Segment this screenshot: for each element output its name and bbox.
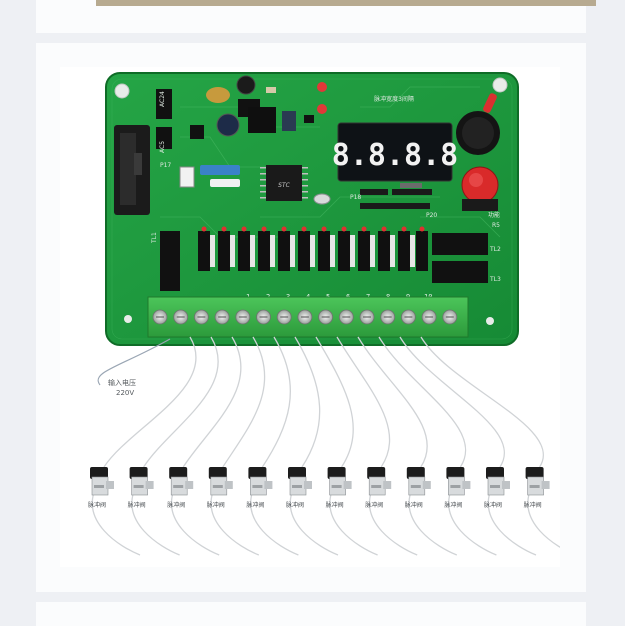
pulse-valve (525, 467, 550, 496)
mount-hole-icon (114, 83, 130, 99)
mcu-chip (266, 165, 302, 201)
valve-wire (261, 336, 292, 468)
valve-wire (91, 486, 141, 556)
valve-label: 脉冲阀 (128, 501, 146, 509)
svg-text:TL2: TL2 (489, 246, 501, 253)
valve-wire (170, 486, 220, 556)
svg-text:P18: P18 (350, 194, 361, 201)
pulse-valve (446, 467, 471, 496)
mount-hole-icon (492, 77, 508, 93)
valve-wire (420, 336, 544, 468)
mount-hole-icon (486, 317, 494, 325)
seven-segment-display (337, 122, 453, 182)
valve-label: 脉冲阀 (524, 501, 542, 509)
valve-label: 脉冲阀 (326, 501, 344, 509)
input-wire (97, 338, 171, 386)
voltage-label: 输入电压 (108, 378, 136, 387)
terminal-screws (152, 309, 458, 325)
capacitor-icon (206, 87, 230, 103)
header-block (160, 231, 180, 291)
valve-wire (329, 486, 378, 556)
valve-wire (143, 336, 219, 468)
pulse-valves: 脉冲阀 脉冲阀 脉冲阀 脉冲阀 脉冲阀 脉冲阀 脉冲阀 脉冲阀 脉冲阀 脉冲阀 脉冲阀 脉冲阀 (88, 467, 550, 509)
pulse-valve (248, 467, 273, 496)
valve-label: 脉冲阀 (167, 501, 185, 509)
valve-wire (289, 486, 339, 556)
valve-wire (210, 486, 260, 556)
svg-text:P17: P17 (160, 162, 171, 169)
valve-wire (222, 336, 266, 468)
valve-wire (336, 336, 391, 468)
controller-illustration: STC 8.8.8.8 脉冲宽度3间隔 AC24 AC5 P17 P18 P20… (88, 72, 560, 556)
valve-wire (182, 336, 242, 468)
relay-block (156, 89, 172, 119)
valve-label: 脉冲阀 (444, 501, 462, 509)
valve-wire (131, 486, 180, 556)
valve-wire (357, 336, 428, 468)
capacitor-icon (216, 113, 240, 137)
pulse-valve (208, 467, 233, 496)
valve-wire (103, 336, 197, 468)
pulse-valve (90, 467, 114, 496)
valve-wire (527, 486, 560, 548)
chip-label: STC (278, 182, 290, 189)
svg-text:TL1: TL1 (151, 232, 158, 244)
pulse-valve (169, 467, 194, 496)
valve-wire (368, 486, 418, 556)
valve-label: 脉冲阀 (286, 501, 304, 509)
pulse-valve (406, 467, 431, 496)
board-title: 脉冲宽度3间隔 (374, 95, 414, 103)
voltage-value: 220V (116, 389, 134, 397)
valve-label: 脉冲阀 (405, 501, 423, 509)
valve-wire (294, 336, 321, 468)
top-card (36, 0, 596, 33)
previous-photo-edge (96, 0, 596, 6)
valve-label: 脉冲阀 (365, 501, 383, 509)
pulse-valve (129, 467, 154, 496)
valve-label: 脉冲阀 (207, 501, 225, 509)
bottom-card (36, 602, 586, 626)
svg-text:功能: 功能 (488, 211, 500, 219)
pulse-valve (288, 467, 312, 496)
status-led-icon (317, 82, 327, 92)
status-led-icon (317, 104, 327, 114)
valve-label: 脉冲阀 (246, 501, 264, 509)
display-readout: 8.8.8.8 (332, 138, 458, 173)
triac-row (198, 226, 428, 271)
valve-wire (399, 336, 505, 468)
valve-wire (315, 336, 354, 468)
pulse-valve (486, 467, 510, 496)
pulse-valve (327, 467, 352, 496)
valve-wire (448, 486, 497, 556)
valve-wire (250, 486, 299, 556)
mount-hole-icon (124, 315, 132, 323)
regulator-chip (248, 107, 276, 133)
valve-wire (487, 486, 537, 556)
valve-label: 脉冲阀 (484, 501, 502, 509)
svg-text:TL3: TL3 (489, 276, 501, 283)
pulse-valve (367, 467, 392, 496)
valve-wire (408, 486, 458, 556)
valve-wires (91, 336, 560, 556)
svg-text:AC5: AC5 (159, 141, 166, 153)
svg-text:AC24: AC24 (159, 91, 166, 107)
product-photo[interactable]: STC 8.8.8.8 脉冲宽度3间隔 AC24 AC5 P17 P18 P20… (60, 67, 560, 567)
svg-text:R5: R5 (492, 222, 500, 229)
valve-label: 脉冲阀 (88, 501, 106, 509)
valve-wire (378, 336, 467, 468)
svg-text:P20: P20 (426, 212, 437, 219)
